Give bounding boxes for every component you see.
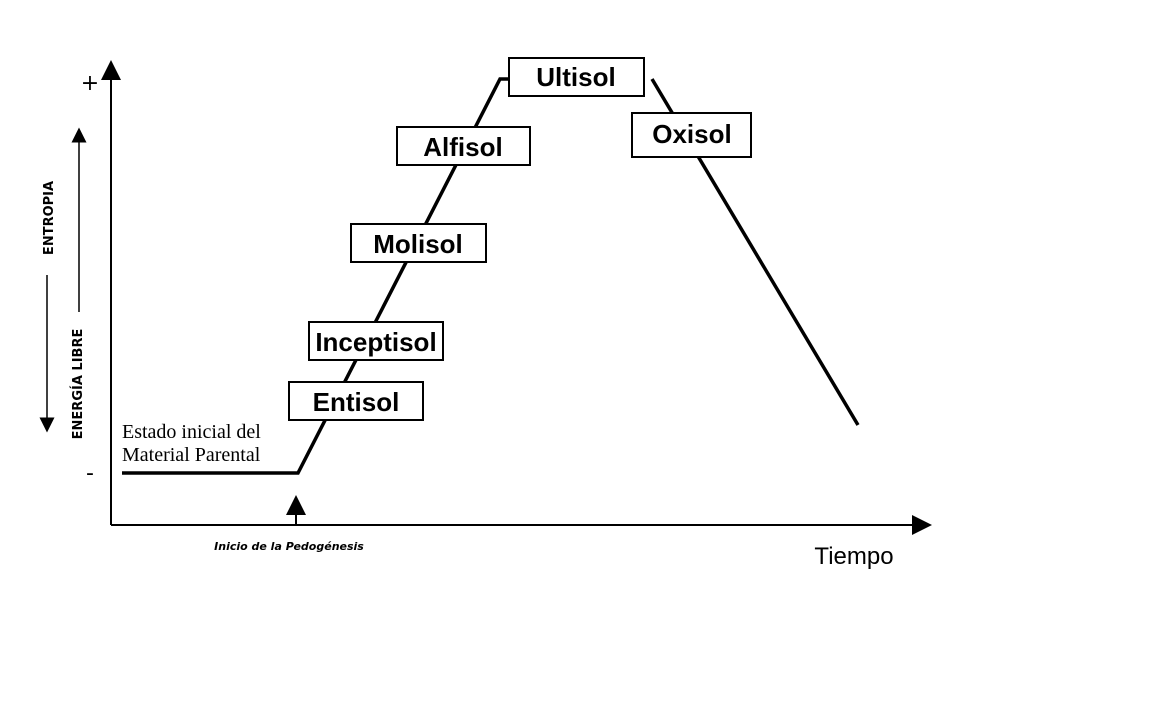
soil-box-ultisol: Ultisol: [508, 57, 645, 97]
soil-box-inceptisol: Inceptisol: [308, 321, 444, 361]
svg-text:Alfisol: Alfisol: [423, 132, 502, 162]
soil-box-oxisol: Oxisol: [631, 112, 752, 158]
y-minus-label: -: [86, 461, 94, 486]
y-plus-label: +: [81, 71, 99, 96]
soil-box-entisol: Entisol: [288, 381, 424, 421]
free-energy-label: ENERGÍA LIBRE: [70, 329, 86, 440]
svg-text:Entisol: Entisol: [313, 387, 400, 417]
svg-text:Molisol: Molisol: [373, 229, 463, 259]
entropy-label: ENTROPIA: [42, 181, 57, 255]
soil-box-alfisol: Alfisol: [396, 126, 531, 166]
pedogenesis-label: Inicio de la Pedogénesis: [214, 540, 364, 553]
svg-text:Inceptisol: Inceptisol: [315, 327, 436, 357]
evolution-curve: [122, 77, 512, 475]
soil-box-molisol: Molisol: [350, 223, 487, 263]
x-axis-label: Tiempo: [814, 543, 893, 570]
svg-text:Oxisol: Oxisol: [652, 119, 731, 149]
initial-state-label: Estado inicial del Material Parental: [122, 421, 266, 466]
svg-text:Ultisol: Ultisol: [536, 62, 615, 92]
